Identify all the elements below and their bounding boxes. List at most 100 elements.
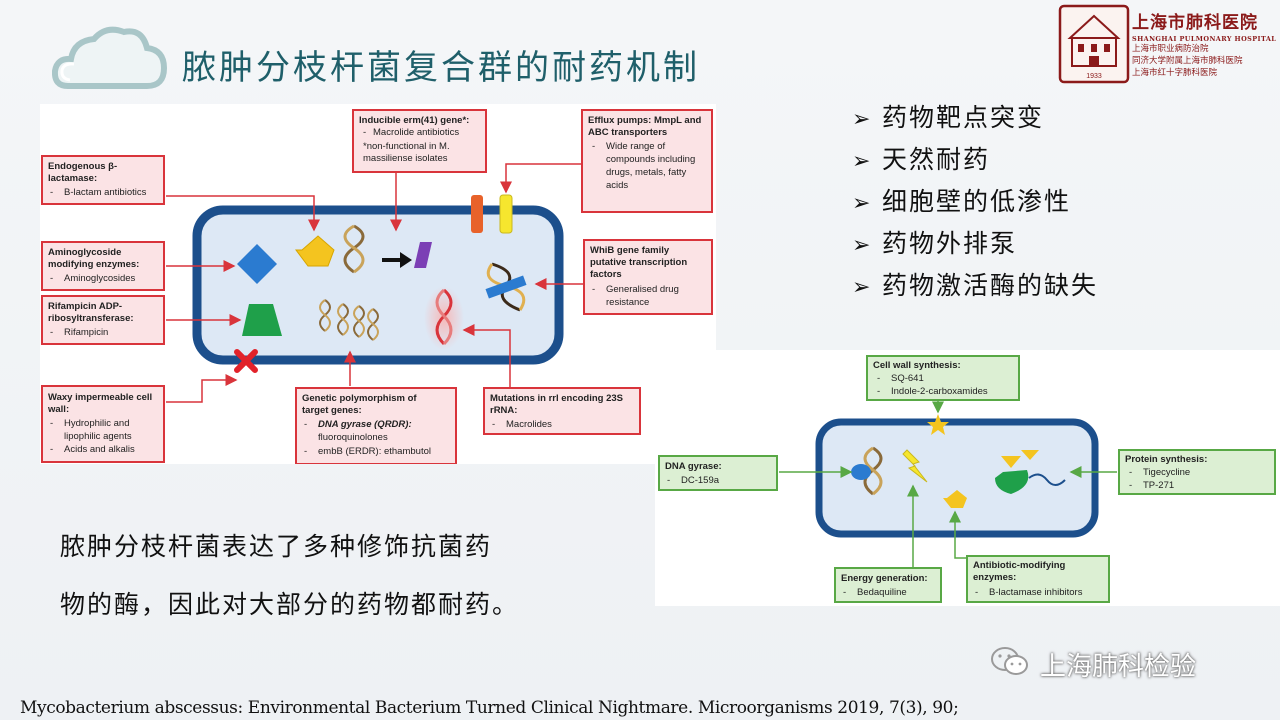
svg-text:WhiB gene family: WhiB gene family — [590, 245, 670, 256]
svg-text:Waxy impermeable cell: Waxy impermeable cell — [48, 392, 152, 403]
svg-text:Protein synthesis:: Protein synthesis: — [1125, 454, 1207, 465]
svg-text:-: - — [1129, 467, 1132, 478]
dna-helix-icon — [343, 224, 365, 274]
svg-text:Macrolide antibiotics: Macrolide antibiotics — [373, 127, 459, 138]
svg-text:drugs, metals, fatty: drugs, metals, fatty — [606, 167, 687, 178]
svg-text:-: - — [975, 587, 978, 598]
svg-text:*non-functional in M.: *non-functional in M. — [363, 141, 450, 152]
svg-text:-: - — [50, 187, 53, 198]
target-box-antibiotic-modifying: Antibiotic-modifying enzymes: -B-lactama… — [966, 555, 1110, 603]
svg-text:factors: factors — [590, 269, 622, 280]
connectors-2 — [779, 400, 1117, 568]
svg-text:target genes:: target genes: — [302, 405, 362, 416]
svg-text:Energy generation:: Energy generation: — [841, 573, 928, 584]
svg-text:putative transcription: putative transcription — [590, 257, 687, 268]
mechanism-box-whib: WhiB gene family putative transcription … — [583, 239, 713, 315]
svg-text:Rifampicin ADP-: Rifampicin ADP- — [48, 301, 122, 312]
svg-text:Macrolides: Macrolides — [506, 419, 552, 430]
arrow-bullet-icon: ➢ — [852, 191, 873, 216]
svg-text:rRNA:: rRNA: — [490, 405, 517, 416]
bullet-text: 药物激活酶的缺失 — [882, 271, 1099, 300]
logo-line-2: 同济大学附属上海市肺科医院 — [1132, 56, 1243, 66]
svg-text:Antibiotic-modifying: Antibiotic-modifying — [973, 560, 1066, 571]
svg-text:Genetic polymorphism of: Genetic polymorphism of — [302, 393, 417, 404]
svg-text:Generalised drug: Generalised drug — [606, 284, 679, 295]
svg-text:DNA gyrase:: DNA gyrase: — [665, 461, 722, 472]
svg-text:enzymes:: enzymes: — [973, 572, 1016, 583]
svg-text:Wide range of: Wide range of — [606, 141, 666, 152]
svg-text:-: - — [50, 273, 53, 284]
drug-targets-svg: Cell wall synthesis: -SQ-641 -Indole-2-c… — [658, 355, 1276, 603]
resistance-diagram-svg: Inducible erm(41) gene*: -Macrolide anti… — [41, 109, 713, 465]
svg-text:-: - — [592, 141, 595, 152]
summary-line-1: 脓肿分枝杆菌表达了多种修饰抗菌药 — [60, 532, 493, 561]
summary-line-2: 物的酶，因此对大部分的药物都耐药。 — [60, 590, 520, 619]
lightning-icon — [902, 449, 928, 483]
svg-text:Bedaquiline: Bedaquiline — [857, 587, 907, 598]
svg-text:Cell wall synthesis:: Cell wall synthesis: — [873, 360, 961, 371]
svg-text:-: - — [667, 475, 670, 486]
svg-text:-: - — [877, 386, 880, 397]
logo-line-3: 上海市红十字肺科医院 — [1132, 68, 1218, 78]
svg-text:-: - — [304, 446, 307, 457]
wechat-watermark: 上海肺科检验 — [1040, 652, 1197, 682]
svg-text:Mutations in rrl encoding 23S: Mutations in rrl encoding 23S — [490, 393, 623, 404]
bullet-item: ➢ 药物激活酶的缺失 — [852, 266, 1098, 308]
svg-text:lipophilic agents: lipophilic agents — [64, 431, 132, 442]
logo-year: 1933 — [1086, 73, 1102, 80]
svg-text:Efflux pumps: MmpL and: Efflux pumps: MmpL and — [588, 115, 701, 126]
bullet-text: 药物外排泵 — [882, 229, 1018, 258]
dna-helix-icon-2 — [863, 446, 883, 496]
arrow-bullet-icon: ➢ — [852, 275, 873, 300]
svg-text:Acids and alkalis: Acids and alkalis — [64, 444, 135, 455]
mechanism-bullet-list: ➢药物靶点突变 ➢天然耐药 ➢细胞壁的低渗性 ➢药物外排泵 ➢药物激活酶的缺失 — [852, 98, 1098, 308]
svg-text:embB (ERDR): ethambutol: embB (ERDR): ethambutol — [318, 446, 431, 457]
svg-text:acids: acids — [606, 180, 628, 191]
svg-text:ABC transporters: ABC transporters — [588, 127, 667, 138]
summary-text: 脓肿分枝杆菌表达了多种修饰抗菌药 物的酶，因此对大部分的药物都耐药。 — [60, 518, 519, 634]
svg-text:-: - — [877, 373, 880, 384]
svg-text:SQ-641: SQ-641 — [891, 373, 924, 384]
svg-text:ribosyltransferase:: ribosyltransferase: — [48, 313, 134, 324]
mechanism-box-erm41: Inducible erm(41) gene*: -Macrolide anti… — [352, 109, 487, 173]
target-box-energy: Energy generation: -Bedaquiline — [834, 567, 942, 603]
svg-text:TP-271: TP-271 — [1143, 480, 1174, 491]
resistance-mechanisms-diagram: Inducible erm(41) gene*: -Macrolide anti… — [40, 104, 716, 465]
drug-targets-diagram: Cell wall synthesis: -SQ-641 -Indole-2-c… — [655, 350, 1280, 606]
arrow-bullet-icon: ➢ — [852, 233, 873, 258]
svg-text:B-lactamase inhibitors: B-lactamase inhibitors — [989, 587, 1083, 598]
logo-line-1: 上海市职业病防治院 — [1132, 44, 1209, 54]
ribosome-icon — [995, 450, 1066, 494]
bullet-text: 药物靶点突变 — [882, 103, 1045, 132]
mechanism-box-genetic-polymorphism: Genetic polymorphism of target genes: - … — [295, 387, 457, 465]
purple-parallelogram-icon — [414, 242, 432, 268]
mechanism-box-efflux-pumps: Efflux pumps: MmpL and ABC transporters … — [581, 109, 713, 213]
bullet-item: ➢ 药物外排泵 — [852, 224, 1098, 266]
yellow-hexagon-icon — [295, 235, 335, 267]
bacterial-cell — [192, 205, 564, 365]
arrow-bullet-icon: ➢ — [852, 107, 873, 132]
hospital-logo: 1933 — [1058, 4, 1130, 84]
hexagon-icon-2 — [943, 490, 967, 508]
svg-text:-: - — [304, 419, 307, 430]
svg-text:Indole-2-carboxamides: Indole-2-carboxamides — [891, 386, 988, 397]
svg-text:Hydrophilic and: Hydrophilic and — [64, 418, 129, 429]
svg-text:B-lactam antibiotics: B-lactam antibiotics — [64, 187, 147, 198]
target-box-cell-wall: Cell wall synthesis: -SQ-641 -Indole-2-c… — [866, 355, 1020, 401]
mechanism-box-cell-wall: Waxy impermeable cell wall: - Hydrophili… — [41, 385, 165, 463]
svg-text:Aminoglycoside: Aminoglycoside — [48, 247, 121, 258]
arrow-icon — [382, 252, 412, 268]
svg-text:-: - — [1129, 480, 1132, 491]
svg-text:-: - — [50, 327, 53, 338]
svg-text:-: - — [843, 587, 846, 598]
connectors — [166, 163, 586, 403]
bullet-text: 细胞壁的低渗性 — [882, 187, 1072, 216]
target-box-dna-gyrase: DNA gyrase: -DC-159a — [658, 455, 778, 491]
svg-text:DC-159a: DC-159a — [681, 475, 720, 486]
svg-text:resistance: resistance — [606, 297, 649, 308]
svg-text:Endogenous β-: Endogenous β- — [48, 161, 117, 172]
bullet-item: ➢ 药物靶点突变 — [852, 98, 1098, 140]
svg-text:-: - — [363, 127, 366, 138]
svg-text:lactamase:: lactamase: — [48, 173, 97, 184]
svg-text:modifying enzymes:: modifying enzymes: — [48, 259, 139, 270]
